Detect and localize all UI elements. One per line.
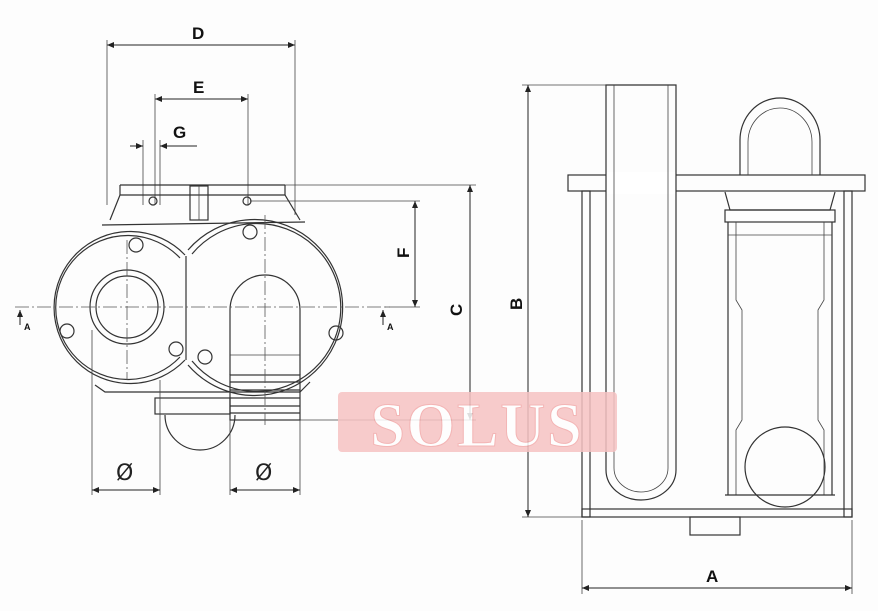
dim-label-a: A	[706, 567, 718, 586]
dim-label-g: G	[173, 123, 186, 142]
section-marker-left: A	[24, 322, 31, 332]
section-marker-right: A	[387, 322, 394, 332]
section-view: B A	[507, 84, 866, 594]
dim-label-c: C	[447, 304, 466, 316]
solus-watermark: SOLUS	[338, 392, 617, 461]
float-dome	[739, 97, 821, 175]
dim-label-b: B	[507, 298, 526, 310]
bolt-holes	[59, 196, 344, 365]
float-ball	[744, 426, 826, 508]
dim-label-f: F	[394, 248, 413, 258]
outlet-pipe	[229, 274, 301, 375]
drain-fitting	[689, 516, 741, 536]
inlet-tube	[605, 84, 677, 501]
diameter-label-left: Ø	[116, 461, 133, 486]
diameter-label-right: Ø	[255, 461, 272, 486]
dim-label-e: E	[193, 78, 204, 97]
bottom-dome	[164, 414, 236, 451]
watermark-text: SOLUS	[370, 392, 583, 460]
dim-label-d: D	[192, 24, 204, 43]
